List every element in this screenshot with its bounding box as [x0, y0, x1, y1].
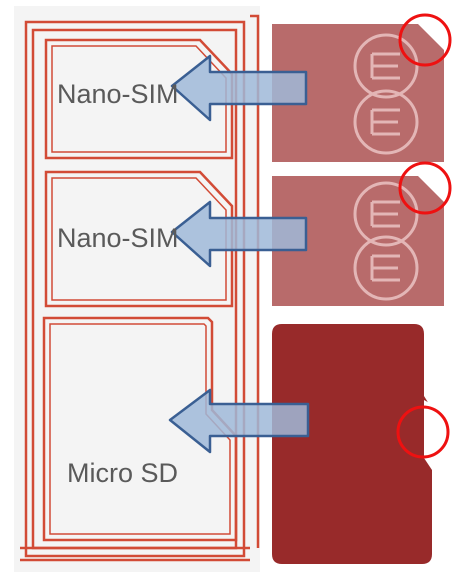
tray-outer-frame — [24, 20, 246, 558]
slot-nano-sim-2-inner — [51, 177, 227, 301]
corner-highlight-circle — [398, 13, 452, 67]
slot-nano-sim-1-inner — [51, 45, 227, 153]
insert-arrow-2 — [170, 200, 308, 268]
nano-sim-card-1 — [272, 24, 444, 162]
tray-base-lines — [20, 546, 250, 562]
corner-highlight-circle — [398, 161, 452, 215]
slot-label-nano-sim-2: Nano-SIM — [57, 223, 179, 253]
insert-arrow-1 — [170, 54, 308, 122]
ee-logo-icon — [353, 33, 419, 155]
slot-nano-sim-2 — [44, 170, 234, 308]
notch-highlight-circle — [396, 405, 450, 459]
nano-sim-card-2 — [272, 176, 444, 306]
slot-label-micro-sd: Micro SD — [67, 458, 179, 488]
insert-arrow-3 — [168, 388, 310, 454]
ee-logo-icon — [353, 181, 419, 301]
tray-pin-edge — [250, 14, 260, 548]
slot-label-nano-sim-1: Nano-SIM — [57, 79, 179, 109]
slot-nano-sim-1 — [44, 38, 234, 160]
micro-sd-card — [272, 324, 434, 564]
